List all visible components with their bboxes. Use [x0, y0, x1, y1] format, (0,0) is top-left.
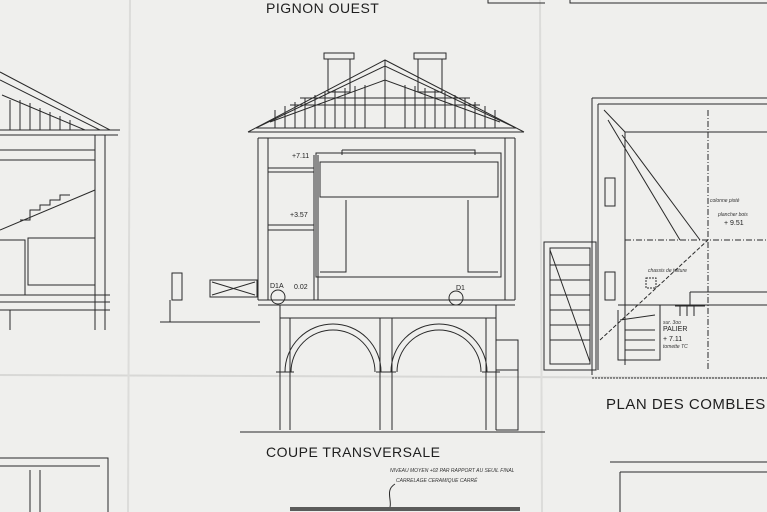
arcade [240, 305, 545, 433]
title-pignon-ouest: PIGNON OUEST [266, 0, 380, 16]
plancher-level: + 9.51 [724, 220, 744, 227]
detail-marker-d1: D1 [456, 285, 465, 292]
title-plan-des-combles: PLAN DES COMBLES [606, 396, 766, 413]
note-plancher: plancher bois [718, 212, 748, 218]
palier-label: PALIER [663, 326, 688, 333]
level-label-357: +3.57 [290, 212, 308, 219]
level-label-711: +7.11 [292, 153, 310, 160]
roof-truss [247, 59, 525, 133]
title-coupe-transversale: COUPE TRANSVERSALE [266, 444, 441, 460]
note-tomette: tomette TC [663, 344, 688, 350]
palier-level: + 7.11 [663, 336, 683, 343]
left-section [0, 71, 120, 330]
note-chassis: chassis de toiture [648, 268, 687, 274]
note-niveau-moyen: NIVEAU MOYEN +02 PAR RAPPORT AU SEUIL FI… [390, 468, 515, 474]
level-label-002: 0.02 [294, 284, 308, 291]
note-palier: sur. 3oo [663, 320, 681, 326]
stair-plan [543, 241, 597, 371]
section-walls [257, 137, 516, 306]
note-colonne: colonne pisté [710, 198, 740, 204]
detail-marker-d1a: D1A [270, 283, 284, 290]
roof-plan [591, 97, 767, 379]
note-carrelage: CARRELAGE CERAMIQUE CARRÉ [396, 478, 478, 484]
